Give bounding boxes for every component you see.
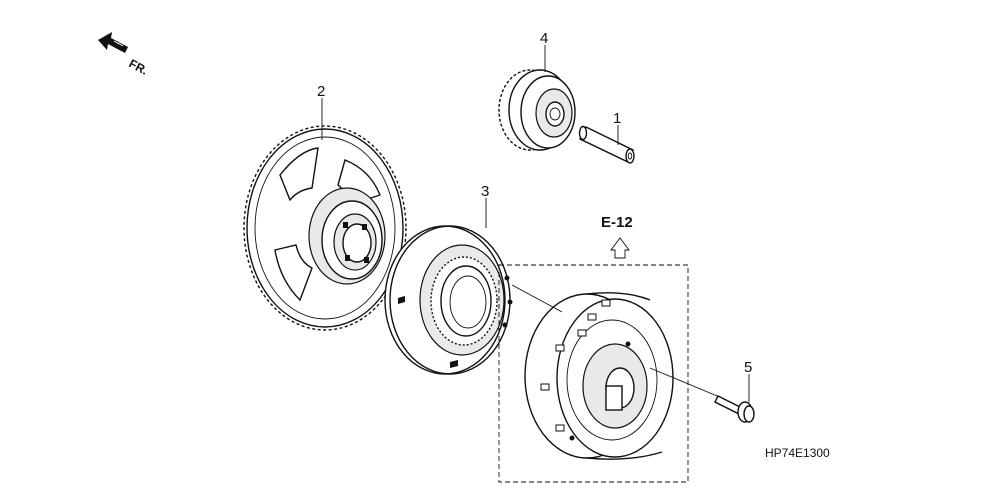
callout-number-3: 3 bbox=[481, 183, 489, 200]
callout-number-5: 5 bbox=[744, 359, 752, 376]
flywheel bbox=[524, 292, 674, 460]
bolt-alignment-line bbox=[649, 367, 723, 399]
driven-gear bbox=[243, 125, 407, 331]
up-arrow-icon bbox=[610, 237, 630, 259]
starter-clutch bbox=[384, 225, 513, 375]
assembly-outline-box bbox=[498, 264, 689, 483]
alignment-line bbox=[511, 284, 563, 313]
callout-number-2: 2 bbox=[317, 83, 325, 100]
flange-bolt bbox=[714, 395, 755, 423]
callout-number-4: 4 bbox=[540, 30, 548, 47]
idle-gear bbox=[498, 69, 576, 151]
front-direction-label: FR. bbox=[127, 56, 151, 77]
diagram-code: HP74E1300 bbox=[765, 446, 830, 460]
reference-label[interactable]: E-12 bbox=[601, 214, 633, 231]
callout-number-1: 1 bbox=[613, 110, 621, 127]
front-direction-arrow-icon bbox=[98, 32, 128, 53]
idle-gear-shaft bbox=[578, 125, 635, 164]
